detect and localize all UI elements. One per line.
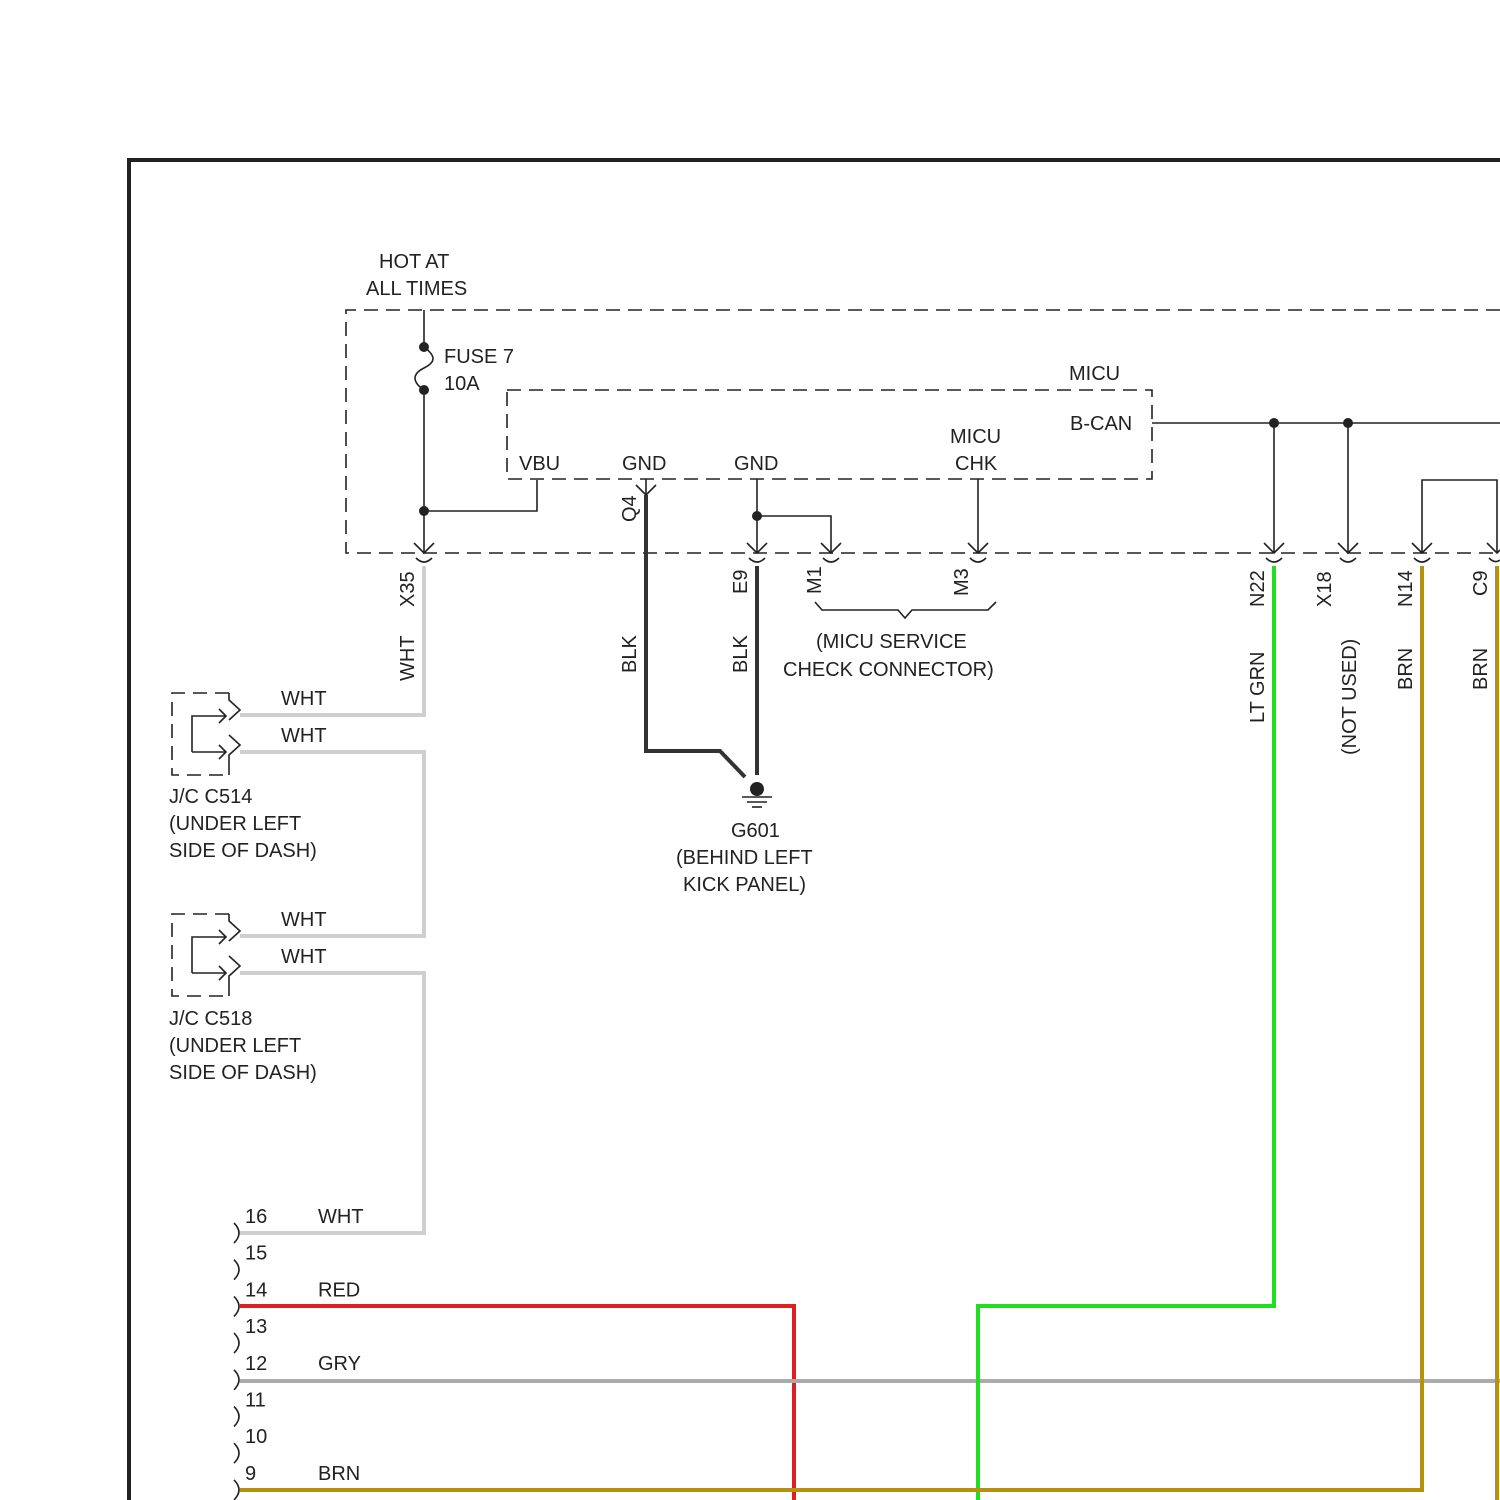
dlc-pin-mark (234, 1223, 239, 1243)
dlc-pin-number: 14 (245, 1279, 267, 1301)
service-connector-bracket (815, 602, 996, 618)
dlc-pin-mark (234, 1407, 239, 1427)
ground-name: G601 (731, 820, 780, 842)
pin-m1: M1 (804, 566, 826, 594)
pin-n22: N22 (1247, 570, 1269, 607)
bcan-bus (1152, 418, 1500, 553)
wire-ltgrn (978, 566, 1274, 1500)
pin-c9: C9 (1470, 570, 1492, 596)
dlc-pin-mark (234, 1370, 239, 1390)
micu-internal-lines (646, 479, 978, 553)
dlc-pin-number: 11 (245, 1390, 266, 1412)
dlc-pin-number: 13 (245, 1316, 267, 1338)
ground-location-line2: KICK PANEL) (683, 874, 806, 896)
dlc-pin-wire-color: RED (318, 1279, 360, 1301)
jc1-location-line1: (UNDER LEFT (169, 813, 301, 835)
jc2-name: J/C C518 (169, 1008, 252, 1030)
jc1-location-line2: SIDE OF DASH) (169, 840, 317, 862)
pin-n14: N14 (1395, 570, 1417, 607)
dlc-pin-number: 12 (245, 1353, 267, 1375)
micu-chk-label-line1: MICU (950, 426, 1001, 448)
power-label-line1: HOT AT (379, 251, 449, 273)
pin-x18: X18 (1314, 571, 1336, 607)
brn-internal-link (1422, 480, 1497, 553)
micu-gnd2-label: GND (734, 453, 778, 475)
jc2-wire-bottom: WHT (281, 946, 327, 968)
dlc-pin-mark (234, 1296, 239, 1316)
wire-brn-n14 (240, 566, 1422, 1490)
fuse-name: FUSE 7 (444, 346, 514, 368)
pin-e9: E9 (730, 570, 752, 594)
jc1-name: J/C C514 (169, 786, 252, 808)
junction-connector-c518 (172, 914, 240, 996)
jc1-wire-top: WHT (281, 688, 327, 710)
jc2-wire-top: WHT (281, 909, 327, 931)
dlc-pin-wire-color: GRY (318, 1353, 361, 1375)
dlc-pin-mark (234, 1333, 239, 1353)
power-label-line2: ALL TIMES (366, 278, 467, 300)
jc2-location-line1: (UNDER LEFT (169, 1035, 301, 1057)
ground-location-line1: (BEHIND LEFT (676, 847, 813, 869)
dlc-pin-number: 9 (245, 1463, 256, 1485)
dlc-connector: 16 WHT 15 14 RED 13 12 GRY 11 10 9 BRN (234, 1206, 364, 1500)
dlc-pin-wire-color: BRN (318, 1463, 360, 1485)
wire-label-x18-notused: (NOT USED) (1339, 639, 1361, 755)
service-connector-label-line2: CHECK CONNECTOR) (783, 659, 994, 681)
connector-marks (414, 485, 1500, 562)
fuse-rating: 10A (444, 373, 480, 395)
wire-label-n22-ltgrn: LT GRN (1247, 652, 1269, 724)
dlc-pin-mark (234, 1443, 239, 1463)
dlc-pin-number: 10 (245, 1426, 267, 1448)
micu-bcan-label: B-CAN (1070, 413, 1132, 435)
service-connector-label-line1: (MICU SERVICE (816, 631, 967, 653)
jc1-wire-bottom: WHT (281, 725, 327, 747)
dlc-pin-number: 16 (245, 1206, 267, 1228)
wire-label-q4-blk: BLK (619, 635, 641, 673)
micu-chk-label-line2: CHK (955, 453, 998, 475)
junction-connector-c514 (172, 693, 240, 775)
micu-box (507, 390, 1152, 479)
fuse-box-outline (346, 310, 1500, 553)
wire-label-c9-brn: BRN (1470, 648, 1492, 690)
wire-label-e9-blk: BLK (730, 635, 752, 673)
micu-vbu-label: VBU (519, 453, 560, 475)
micu-gnd1-label: GND (622, 453, 666, 475)
dlc-pin-wire-color: WHT (318, 1206, 364, 1228)
dlc-pin-mark (234, 1480, 239, 1500)
dlc-pin-number: 15 (245, 1243, 267, 1265)
micu-title: MICU (1069, 363, 1120, 385)
wire-label-n14-brn: BRN (1395, 648, 1417, 690)
jc2-location-line2: SIDE OF DASH) (169, 1062, 317, 1084)
pin-x35: X35 (397, 571, 419, 607)
dlc-pin-mark (234, 1260, 239, 1280)
ground-symbol (742, 782, 772, 807)
pin-q4: Q4 (619, 495, 641, 522)
wire-label-x35-wht: WHT (397, 635, 419, 681)
pin-m3: M3 (951, 568, 973, 596)
